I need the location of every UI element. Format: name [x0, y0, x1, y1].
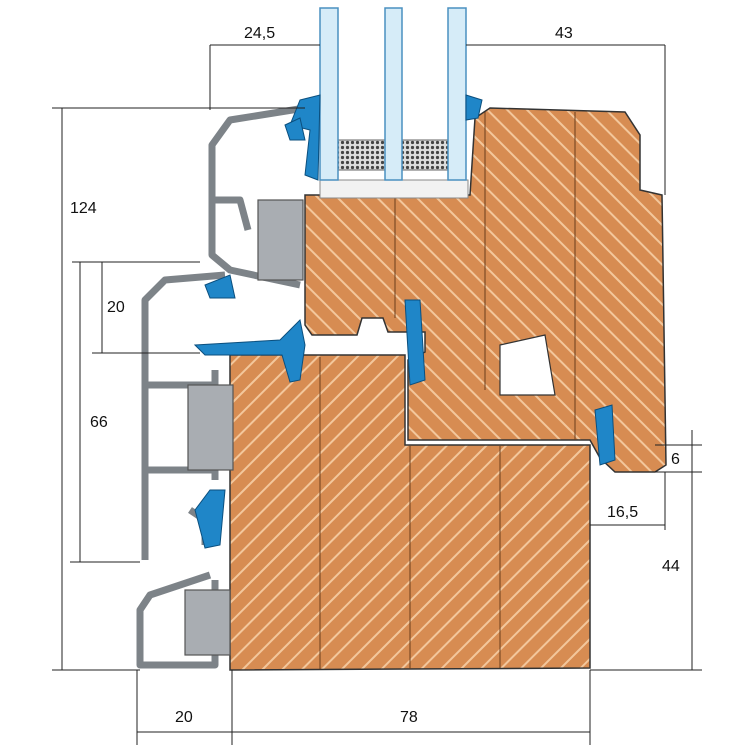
dimension-label: 43 [555, 25, 573, 43]
triple-glazing [319, 7, 469, 199]
dimension-lines [52, 44, 702, 745]
sash-wood [304, 107, 667, 473]
dimension-label: 6 [671, 451, 680, 469]
dimension-label: 78 [400, 709, 418, 727]
dimension-label: 124 [70, 200, 97, 218]
dimension-label: 20 [175, 709, 193, 727]
dimension-label: 66 [90, 414, 108, 432]
dimension-label: 24,5 [244, 25, 276, 43]
plastic-connectors [184, 199, 304, 656]
dimension-label: 20 [107, 299, 125, 317]
frame-wood [229, 354, 591, 671]
dimension-label: 44 [662, 558, 680, 576]
gaskets [193, 94, 616, 549]
dimension-label: 16,5 [607, 504, 639, 522]
